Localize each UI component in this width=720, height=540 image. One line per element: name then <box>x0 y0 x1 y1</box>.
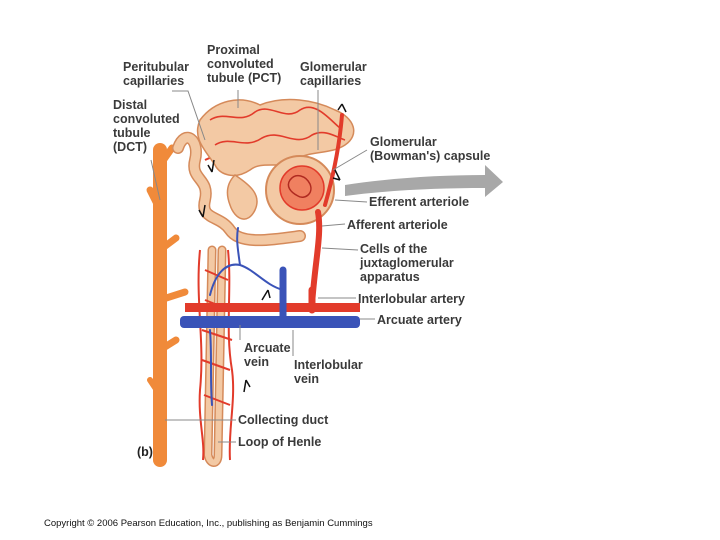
copyright-notice: Copyright © 2006 Pearson Education, Inc.… <box>44 518 373 529</box>
label-juxtaglomerular-apparatus: Cells of the juxtaglomerular apparatus <box>360 242 454 284</box>
loop-of-henle <box>203 245 227 467</box>
proximal-tubule <box>196 98 355 220</box>
label-loop-of-henle: Loop of Henle <box>238 435 322 449</box>
panel-label: (b) <box>137 445 153 459</box>
label-collecting-duct: Collecting duct <box>238 413 329 427</box>
label-arcuate-vein: Arcuate vein <box>244 341 291 369</box>
interlobular-vein <box>209 227 287 406</box>
flow-arrow <box>345 165 503 197</box>
label-proximal-convoluted-tubule: Proximal convoluted tubule (PCT) <box>207 43 282 85</box>
label-efferent-arteriole: Efferent arteriole <box>369 195 470 209</box>
collecting-duct <box>146 143 189 467</box>
label-afferent-arteriole: Afferent arteriole <box>347 218 448 232</box>
label-distal-convoluted-tubule: Distal convoluted tubule (DCT) <box>113 98 180 154</box>
label-interlobular-vein: Interlobular vein <box>294 358 363 386</box>
label-arcuate-artery: Arcuate artery <box>377 313 462 327</box>
label-interlobular-artery: Interlobular artery <box>358 292 465 306</box>
arcuate-vein <box>180 316 360 328</box>
label-glomerular-capillaries: Glomerular capillaries <box>300 60 367 88</box>
label-bowmans-capsule: Glomerular (Bowman's) capsule <box>370 135 491 163</box>
arcuate-artery <box>185 303 360 312</box>
bowmans-capsule <box>265 155 335 225</box>
label-peritubular-capillaries: Peritubular capillaries <box>123 60 189 88</box>
leader-lines <box>150 90 375 443</box>
flow-arrows <box>198 103 347 393</box>
